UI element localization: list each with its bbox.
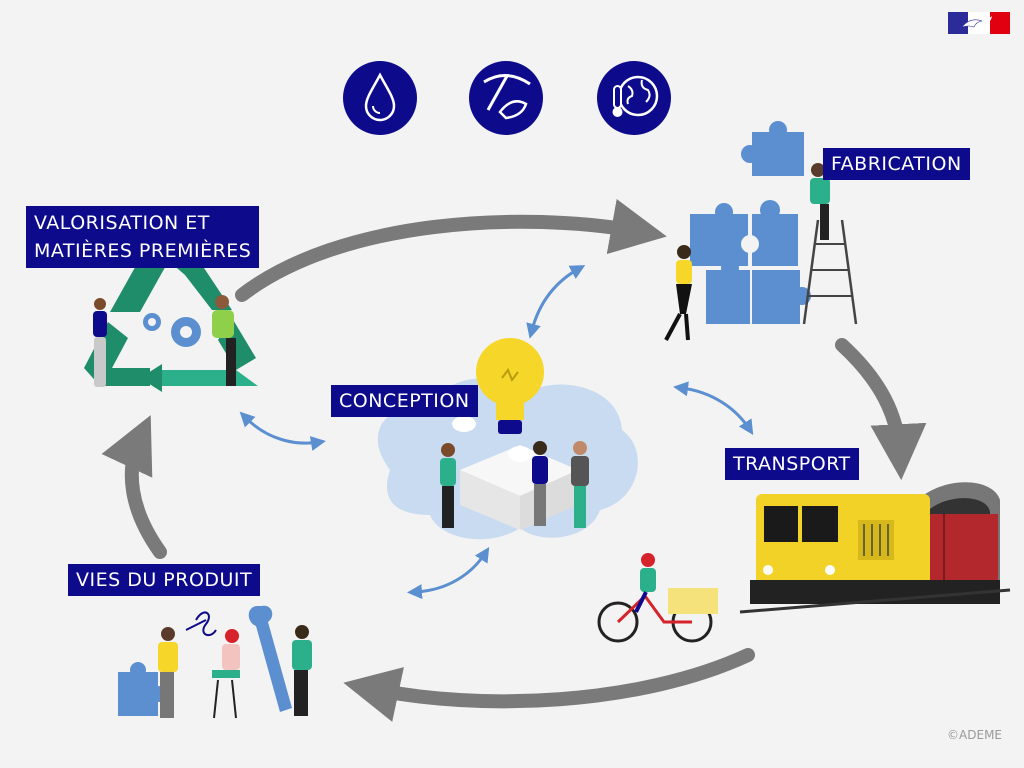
worker-on-ladder xyxy=(810,163,830,240)
label-fabrication: FABRICATION xyxy=(823,148,970,180)
person-3 xyxy=(571,441,589,528)
lightbulb-icon xyxy=(476,338,544,434)
arrow-to-transport xyxy=(835,338,927,481)
arrow-to-valorisation xyxy=(101,415,167,559)
copyright-credit: ©ADEME xyxy=(947,728,1002,742)
cargo-bike-illustration xyxy=(597,553,718,643)
puzzle-illustration xyxy=(664,121,858,341)
arrow-to-fabrication xyxy=(235,198,667,302)
woman-stool xyxy=(212,629,240,719)
french-republic-logo xyxy=(948,12,1010,34)
person-2 xyxy=(532,441,548,526)
recycling-illustration xyxy=(84,262,258,392)
man-figure xyxy=(212,295,236,386)
blue-arrow-right xyxy=(673,381,754,436)
man-yellow xyxy=(158,627,178,718)
blue-arrow-top xyxy=(526,265,586,339)
man-green xyxy=(292,625,312,716)
water-drop-icon xyxy=(343,61,417,135)
label-valorisation-line2: MATIÈRES PREMIÈRES xyxy=(34,240,252,262)
blue-arrow-left xyxy=(239,411,326,451)
globe-thermometer-icon xyxy=(597,61,671,135)
pickaxe-icon xyxy=(469,61,543,135)
person-1 xyxy=(440,443,456,528)
conception-illustration xyxy=(377,338,638,540)
vies-illustration xyxy=(118,605,312,719)
train-illustration xyxy=(739,482,1011,614)
label-transport: TRANSPORT xyxy=(725,448,859,480)
woman-with-puzzle xyxy=(664,245,692,341)
ladder xyxy=(802,219,858,325)
blue-arrow-bottom xyxy=(407,546,490,600)
label-valorisation: VALORISATION ET MATIÈRES PREMIÈRES xyxy=(26,206,260,268)
label-conception: CONCEPTION xyxy=(331,385,478,417)
label-vies-du-produit: VIES DU PRODUIT xyxy=(68,564,261,596)
label-valorisation-line1: VALORISATION ET xyxy=(34,212,210,234)
woman-figure xyxy=(93,298,107,387)
arrow-to-vies xyxy=(343,648,755,722)
